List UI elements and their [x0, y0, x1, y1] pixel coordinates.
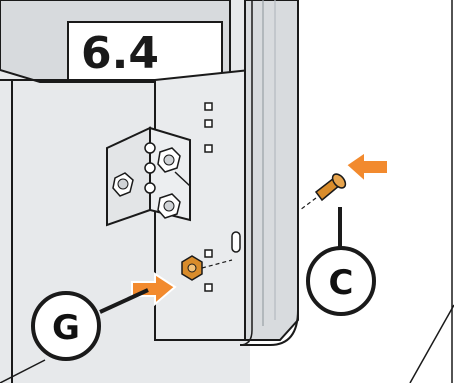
hinge-bracket [106, 126, 191, 227]
screw-icon [299, 173, 347, 211]
arrow-right-icon [131, 272, 177, 307]
callout-g-label: G [52, 308, 80, 348]
bolt-icon [157, 147, 181, 173]
callout-c-label: C [329, 263, 354, 303]
step-number: 6.4 [81, 28, 159, 79]
step-panel: 6.4 [0, 0, 231, 83]
callout-c: C [306, 207, 376, 316]
callout-g: G [0, 288, 149, 383]
bolt-icon [157, 193, 181, 219]
arrow-left-icon [344, 150, 389, 185]
nut-icon [181, 255, 233, 281]
bolt-icon [112, 172, 134, 197]
